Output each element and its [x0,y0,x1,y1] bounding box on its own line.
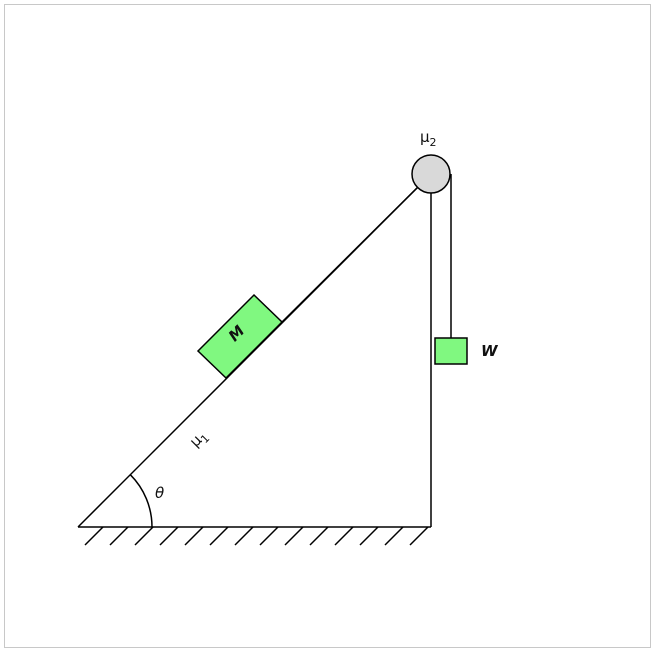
theta-label: θ [155,484,164,502]
block-w [434,337,468,365]
mu2-label: μ2 [420,128,437,149]
mu1-label: μ1 [186,426,213,453]
pulley [411,154,451,194]
block-w-label: W [481,342,499,360]
block-m [196,293,284,380]
mu2-sub: 2 [430,136,437,149]
rope-incline [281,185,420,323]
angle-arc [129,474,153,528]
diagram-border [4,4,651,648]
ground-hatching [84,526,429,546]
mu2-base: μ [420,128,430,146]
